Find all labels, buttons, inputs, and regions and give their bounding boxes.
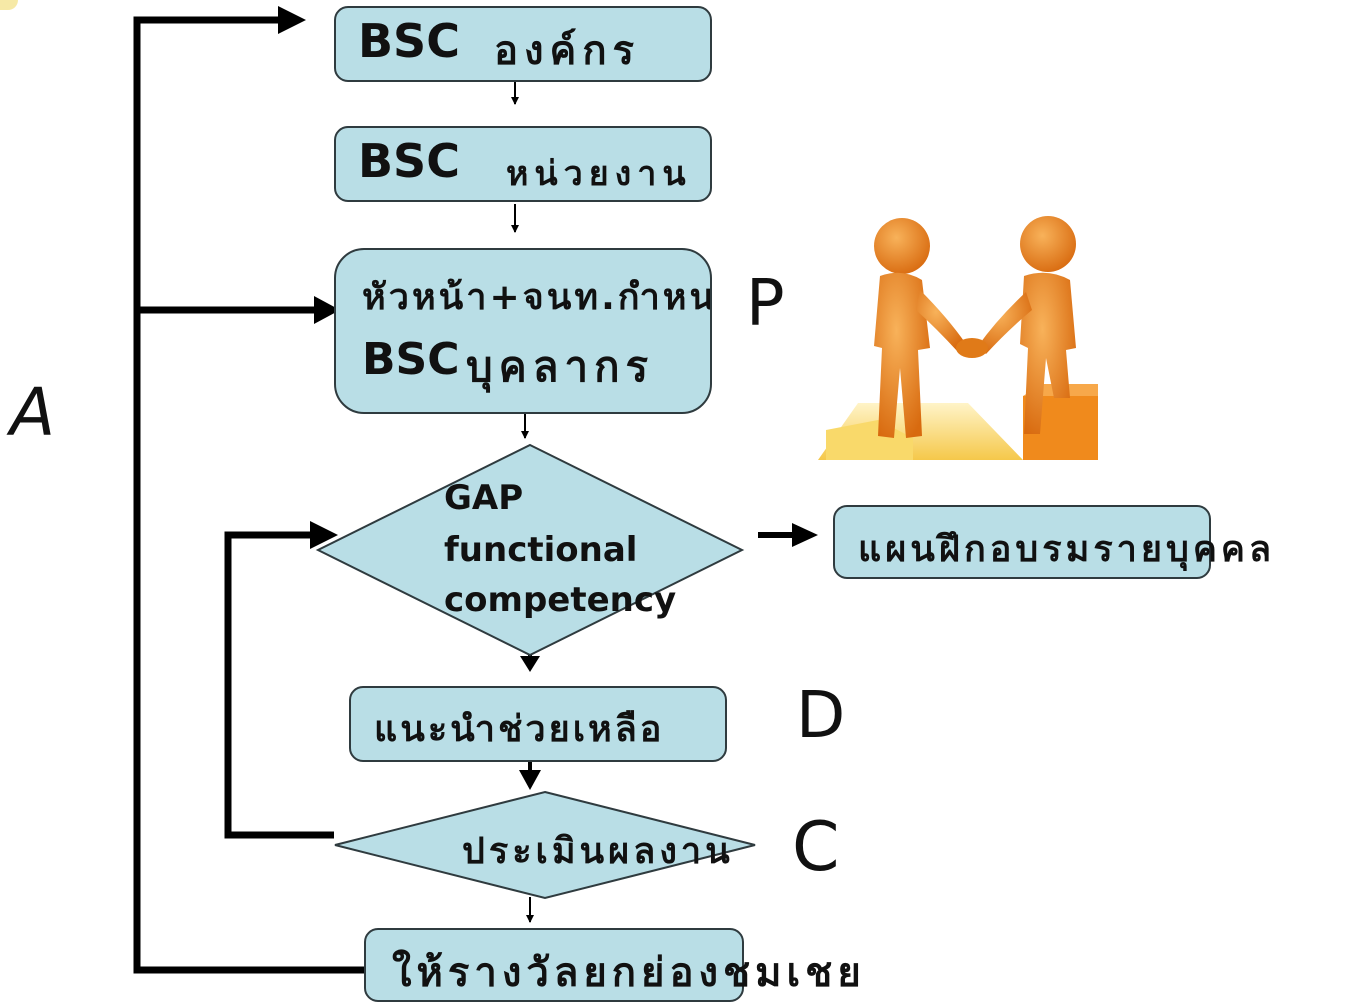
corner-decoration: [0, 0, 18, 10]
gap-line2: functional: [444, 530, 638, 570]
bsc-person-prefix: BSC: [362, 334, 460, 385]
bsc-org-prefix: BSC: [358, 14, 460, 68]
a-feedback-loop: [133, 16, 365, 974]
bsc-person-line1: หัวหน้า+จนท.กำหนด: [362, 277, 710, 318]
coaching-box: [349, 686, 727, 762]
bsc-person-box: [334, 248, 712, 414]
pdca-p-label: P: [746, 267, 785, 341]
reward-label: ให้รางวัลยกย่องชมเชย: [392, 950, 866, 996]
bsc-unit-prefix: BSC: [358, 134, 460, 188]
c-feedback-loop: [224, 531, 334, 839]
reward-box: [364, 928, 744, 1002]
bsc-unit-label: หน่วยงาน: [506, 154, 692, 194]
pdca-a-label: A: [10, 374, 56, 451]
pdca-d-label: D: [796, 679, 846, 753]
bsc-person-label: บุคลากร: [466, 342, 655, 391]
bsc-org-box: [334, 6, 712, 82]
bsc-org-label: องค์กร: [494, 28, 641, 74]
training-plan-box: [833, 505, 1211, 579]
arrowhead-to-bsc-person: [314, 296, 340, 324]
gap-diamond: [315, 443, 745, 657]
pdca-c-label: C: [792, 808, 840, 887]
evaluate-diamond: [334, 790, 756, 900]
gap-line1: GAP: [444, 478, 524, 518]
coaching-label: แนะนำช่วยเหลือ: [374, 709, 665, 750]
handshake-figures-icon: [818, 198, 1098, 460]
gap-line3: competency: [444, 580, 677, 620]
bsc-unit-box: [334, 126, 712, 202]
arrowhead-to-gap: [310, 521, 338, 549]
arrowhead-to-bsc-org: [278, 6, 306, 34]
training-plan-label: แผนฝึกอบรมรายบุคคล: [858, 529, 1276, 570]
evaluate-label: ประเมินผลงาน: [462, 831, 734, 872]
